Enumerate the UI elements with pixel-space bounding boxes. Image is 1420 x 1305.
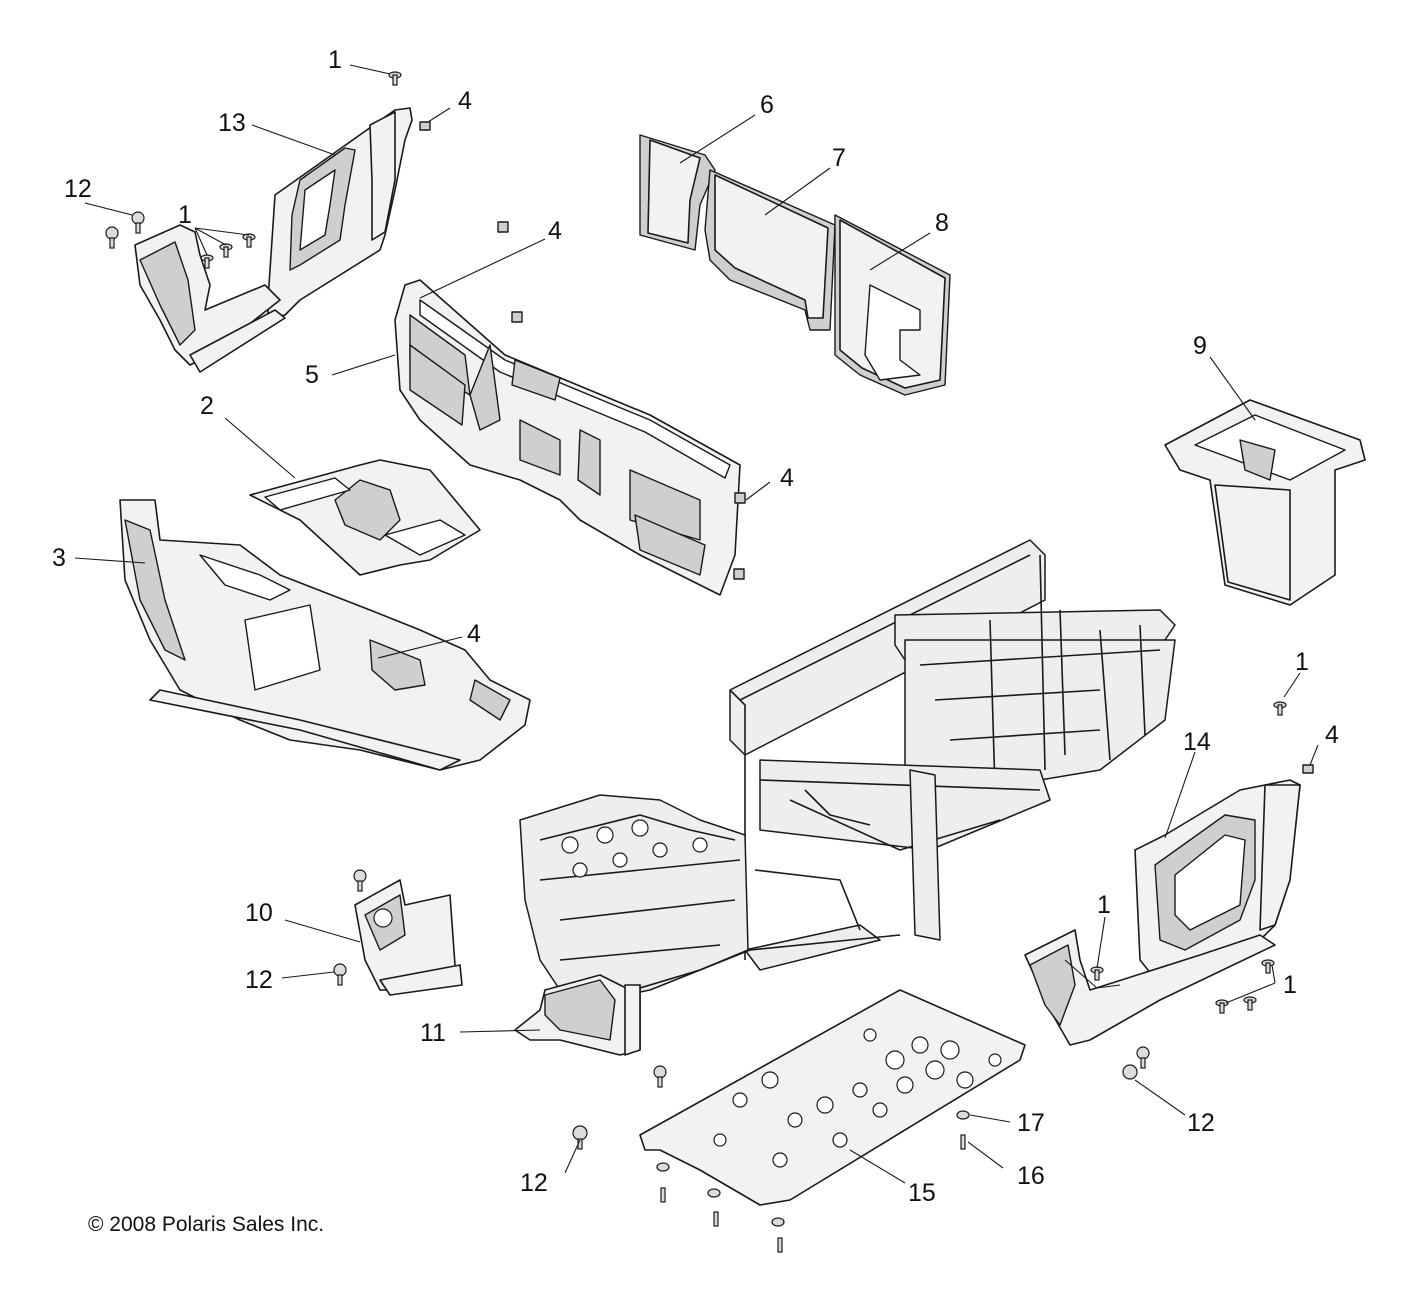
- fastener-pin: [660, 1187, 666, 1203]
- part-3-floor-panel: [119, 499, 531, 771]
- fastener-screw: [242, 233, 256, 248]
- part-10-bracket-guard: [354, 879, 463, 996]
- fastener-bolt: [131, 211, 145, 234]
- callout-12: 12: [1187, 1109, 1215, 1137]
- fastener-screw: [388, 71, 402, 86]
- part-15-skid-plate: [639, 989, 1026, 1206]
- fastener-pin: [713, 1211, 719, 1227]
- fastener-bolt: [353, 869, 367, 892]
- callout-16: 16: [1017, 1162, 1045, 1190]
- part-2-floor-pan: [249, 459, 481, 576]
- fastener-screw: [1215, 999, 1229, 1014]
- fastener-screw: [1273, 701, 1287, 716]
- fastener-nut: [956, 1110, 970, 1120]
- fastener-bolt: [653, 1065, 667, 1088]
- callouts: 1 4 13 12 1 6 7 8 4 5 9 2 4 3 4 1 4 14 1…: [52, 46, 1339, 1207]
- part-11-bracket-guard: [514, 974, 641, 1056]
- part-13-left-side-panel: [134, 107, 413, 373]
- part-14-right-side-panel: [1024, 779, 1301, 1046]
- callout-7: 7: [832, 144, 846, 172]
- fastener-screw: [1090, 966, 1104, 981]
- fastener-bolt: [1136, 1046, 1150, 1069]
- callout-1: 1: [328, 46, 342, 74]
- callout-3: 3: [52, 544, 66, 572]
- callout-4: 4: [780, 464, 794, 492]
- leader-lines: [74, 64, 1319, 1184]
- fastener-screw: [1261, 959, 1275, 974]
- callout-5: 5: [305, 361, 319, 389]
- callout-12: 12: [520, 1169, 548, 1197]
- callout-4: 4: [548, 217, 562, 245]
- callout-1: 1: [1097, 891, 1111, 919]
- fastener-pin: [960, 1134, 966, 1150]
- fastener-screw: [219, 243, 233, 258]
- part-9-storage-bin: [1164, 399, 1366, 606]
- callout-17: 17: [1017, 1109, 1045, 1137]
- fastener-clip: [1302, 764, 1314, 774]
- callout-14: 14: [1183, 728, 1211, 756]
- fastener-clip: [419, 121, 431, 131]
- callout-10: 10: [245, 899, 273, 927]
- part-7-foam-pad: [704, 169, 836, 331]
- fastener-bolt: [1122, 1064, 1138, 1080]
- callout-12: 12: [64, 175, 92, 203]
- callout-8: 8: [935, 209, 949, 237]
- main-chassis-frame: [519, 539, 1176, 1001]
- callout-4: 4: [458, 87, 472, 115]
- fastener-screw: [1243, 996, 1257, 1011]
- part-8-foam-pad: [834, 214, 951, 396]
- callout-11: 11: [420, 1019, 446, 1047]
- fastener-bolt: [333, 963, 347, 986]
- fastener-bolt: [105, 226, 119, 249]
- copyright-notice: © 2008 Polaris Sales Inc.: [88, 1213, 325, 1236]
- part-5-rear-cab-panel: [394, 221, 746, 596]
- fastener-nut: [656, 1162, 670, 1172]
- callout-1: 1: [1295, 648, 1309, 676]
- callout-1: 1: [178, 201, 192, 229]
- callout-12: 12: [245, 966, 273, 994]
- callout-9: 9: [1193, 332, 1207, 360]
- callout-2: 2: [200, 392, 214, 420]
- callout-15: 15: [908, 1179, 936, 1207]
- callout-4: 4: [467, 620, 481, 648]
- callout-4: 4: [1325, 721, 1339, 749]
- callout-1: 1: [1283, 971, 1297, 999]
- fastener-bolt: [572, 1125, 588, 1150]
- fastener-pin: [777, 1237, 783, 1253]
- callout-6: 6: [760, 91, 774, 119]
- part-6-foam-pad: [639, 134, 716, 251]
- callout-13: 13: [218, 109, 246, 137]
- fastener-nut: [771, 1217, 785, 1227]
- fastener-nut: [707, 1188, 721, 1198]
